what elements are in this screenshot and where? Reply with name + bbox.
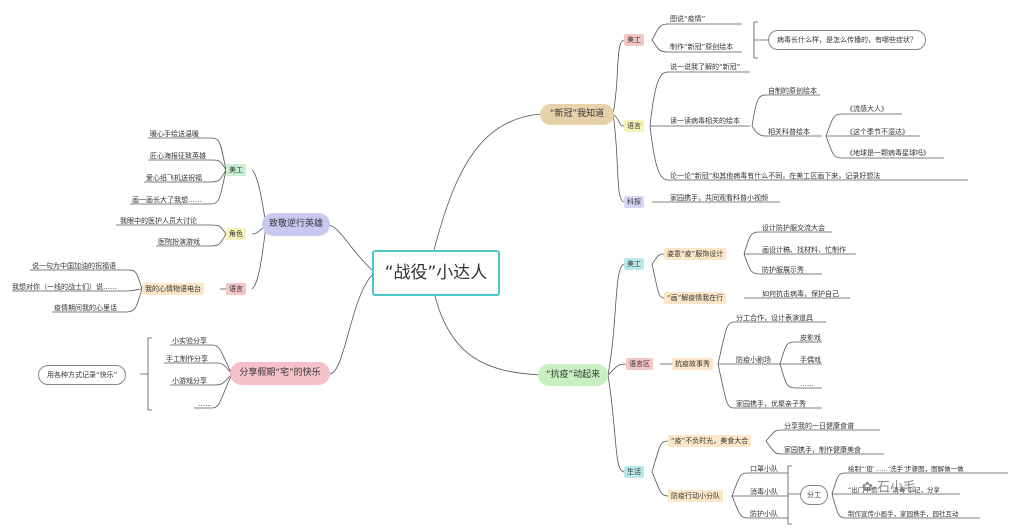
node-wish[interactable]: 疫情期间我的心里话 — [54, 304, 117, 312]
node-salute-art[interactable]: 画一画长大了我想…… — [132, 196, 202, 204]
watermark-text: 石小毛 — [877, 480, 917, 495]
node-design-item[interactable]: 防护服展示秀 — [762, 266, 804, 274]
node-story-item[interactable]: 防疫小剧场 — [736, 356, 771, 364]
node-science-video[interactable]: 家园携手，共同观看科普小视频 — [670, 194, 768, 202]
node-share-item[interactable]: 手工制作分享 — [166, 355, 208, 363]
node-original-book[interactable]: 自制的原创绘本 — [768, 87, 817, 95]
node-design[interactable]: 姿意“疫”服饰设计 — [664, 248, 727, 260]
question-callout[interactable]: 病毒长什么样，是怎么传播的，有哪些症状？ — [768, 30, 926, 50]
node-talk[interactable]: 说一说我了解的“新冠” — [670, 63, 741, 71]
tag-language[interactable]: 语言 — [226, 283, 246, 295]
branch-salute-heroes[interactable]: 致敬逆行英雄 — [262, 213, 330, 236]
division-callout[interactable]: 分工 — [800, 485, 828, 505]
node-theater[interactable]: …… — [800, 380, 814, 388]
node-share-item[interactable]: 小实验分享 — [172, 337, 207, 345]
node-share-item[interactable]: 小游戏分享 — [172, 377, 207, 385]
node-story-show[interactable]: 抗疫故事秀 — [672, 358, 713, 370]
node-salute-art[interactable]: 暖心手绘送温暖 — [150, 130, 199, 138]
node-meal[interactable]: “疫”不负时光，美食大合 — [668, 435, 752, 447]
node-story-item[interactable]: 分工合作，设计表演道具 — [736, 314, 813, 322]
node-read[interactable]: 读一读病毒相关的绘本 — [670, 117, 740, 125]
node-theater[interactable]: 手偶戏 — [800, 356, 821, 364]
node-role[interactable]: 医院扮演游戏 — [158, 238, 200, 246]
node-meal-item[interactable]: 家园携手，制作健康美食 — [784, 446, 861, 454]
node-salute-art[interactable]: 匠心海报征致英雄 — [150, 152, 206, 160]
tag-language[interactable]: 语言 — [624, 120, 644, 132]
node-story-item[interactable]: 家园携手，优聚亲子秀 — [736, 400, 806, 408]
node-theater[interactable]: 皮影戏 — [800, 334, 821, 342]
node-science-book[interactable]: 相关科普绘本 — [768, 128, 810, 136]
node-book[interactable]: 《流感大人》 — [846, 105, 888, 113]
node-design-item[interactable]: 画设计稿、找材料、忙制作 — [762, 246, 846, 254]
node-meal-item[interactable]: 分享我的一日健康食谱 — [784, 422, 854, 430]
tag-art[interactable]: 美工 — [624, 34, 644, 46]
node-art-item[interactable]: 图说“疫情” — [670, 15, 706, 23]
node-art-item[interactable]: 制作“新冠”原创绘本 — [670, 43, 734, 51]
wechat-icon: ✿ — [862, 480, 878, 495]
node-share-item[interactable]: …… — [198, 400, 212, 408]
node-wish[interactable]: 我想对你（一线的战士们）说…… — [12, 283, 117, 291]
node-team[interactable]: 防疫行动小分队 — [668, 490, 723, 502]
node-division-item[interactable]: “出门不慌……‘消毒’小记，分享 — [848, 486, 940, 494]
tag-art[interactable]: 美工 — [226, 164, 246, 176]
node-team-item[interactable]: 防护小队 — [750, 510, 778, 518]
node-radio[interactable]: 我的心情物语电台 — [142, 283, 204, 295]
node-role[interactable]: 我眼中的医护人员大讨论 — [120, 217, 197, 225]
tag-art[interactable]: 美工 — [624, 258, 644, 270]
tag-science[interactable]: 科探 — [624, 196, 644, 208]
watermark: ✿ 石小毛 — [862, 476, 916, 495]
center-topic[interactable]: “战役”小达人 — [372, 250, 500, 296]
node-lab[interactable]: “画”解疫情我在行 — [664, 292, 727, 304]
node-salute-art[interactable]: 爱心纸飞机送祝福 — [146, 174, 202, 182]
node-book[interactable]: 《这个季节不湿达》 — [846, 128, 909, 136]
node-team-item[interactable]: 口罩小队 — [750, 465, 778, 473]
tag-role[interactable]: 角色 — [226, 228, 246, 240]
branch-fight-epidemic[interactable]: “抗疫”动起来 — [538, 364, 608, 386]
tag-life[interactable]: 生活 — [624, 466, 644, 478]
node-design-item[interactable]: 设计防护服交流大会 — [762, 224, 825, 232]
branch-new-corona[interactable]: “新冠”我知道 — [540, 104, 614, 125]
node-team-item[interactable]: 消毒小队 — [750, 488, 778, 496]
node-division-item[interactable]: 绘制“‘疫’……‘洗手’步骤图，图解做一做 — [848, 465, 964, 473]
node-book[interactable]: 《地球是一颗病毒星球吗》 — [846, 149, 930, 157]
branch-share-joy[interactable]: 分享假期“宅”的快乐 — [230, 362, 330, 385]
node-division-item[interactable]: 制作宣传小画手，家园携手，园社互动 — [848, 510, 959, 518]
tag-language-area[interactable]: 语言区 — [626, 358, 653, 370]
record-callout[interactable]: 用各种方式记录“快乐” — [38, 365, 127, 385]
node-lab-item[interactable]: 如何抗击病毒，保护自己 — [762, 290, 839, 298]
node-wish[interactable]: 说一句为中国加油的祝福语 — [32, 262, 116, 270]
node-discuss[interactable]: 论一论“新冠”和其他病毒有什么不同，在美工区画下来，记录好想法 — [670, 172, 881, 180]
